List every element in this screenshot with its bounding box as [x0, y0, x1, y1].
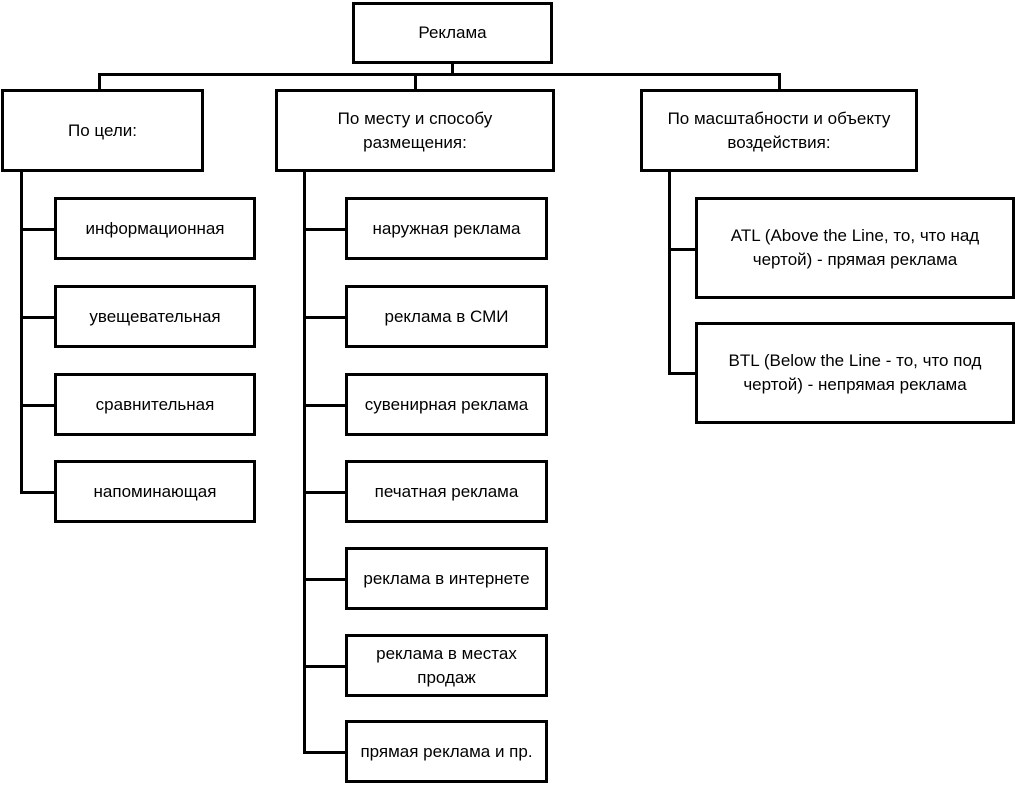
category-by-placement: По месту и способу размещения: — [275, 89, 555, 172]
goal-item-reminding: напоминающая — [54, 460, 256, 523]
connector-place-item — [303, 316, 346, 319]
connector-place-item — [303, 404, 346, 407]
goal-item-informational: информационная — [54, 197, 256, 260]
connector-to-goal — [98, 73, 101, 90]
connector-scale-item — [668, 248, 696, 251]
place-item-media: реклама в СМИ — [345, 285, 548, 348]
connector-place-item — [303, 228, 346, 231]
connector-place-item — [303, 578, 346, 581]
place-item-point-of-sale: реклама в местах продаж — [345, 634, 548, 697]
connector-root-down — [451, 63, 454, 75]
place-item-print: печатная реклама — [345, 460, 548, 523]
connector-place-item — [303, 491, 346, 494]
connector-place-item — [303, 751, 346, 754]
place-item-direct: прямая реклама и пр. — [345, 720, 548, 783]
connector-scale-spine — [668, 171, 671, 375]
connector-scale-item — [668, 372, 696, 375]
connector-place-spine — [303, 171, 306, 754]
connector-to-scale — [778, 73, 781, 90]
goal-item-persuasive: увещевательная — [54, 285, 256, 348]
scale-item-btl: BTL (Below the Line - то, что под чертой… — [695, 322, 1015, 424]
connector-top-bus — [98, 73, 781, 76]
connector-goal-item — [20, 491, 55, 494]
connector-goal-spine — [20, 171, 23, 494]
place-item-internet: реклама в интернете — [345, 547, 548, 610]
connector-goal-item — [20, 316, 55, 319]
goal-item-comparative: сравнительная — [54, 373, 256, 436]
connector-to-place — [414, 73, 417, 90]
place-item-souvenir: сувенирная реклама — [345, 373, 548, 436]
connector-goal-item — [20, 228, 55, 231]
connector-place-item — [303, 665, 346, 668]
scale-item-atl: ATL (Above the Line, то, что над чертой)… — [695, 197, 1015, 299]
category-by-scale: По масштабности и объекту воздействия: — [640, 89, 918, 172]
connector-goal-item — [20, 404, 55, 407]
place-item-outdoor: наружная реклама — [345, 197, 548, 260]
category-by-goal: По цели: — [1, 89, 204, 172]
root-node: Реклама — [352, 2, 553, 64]
